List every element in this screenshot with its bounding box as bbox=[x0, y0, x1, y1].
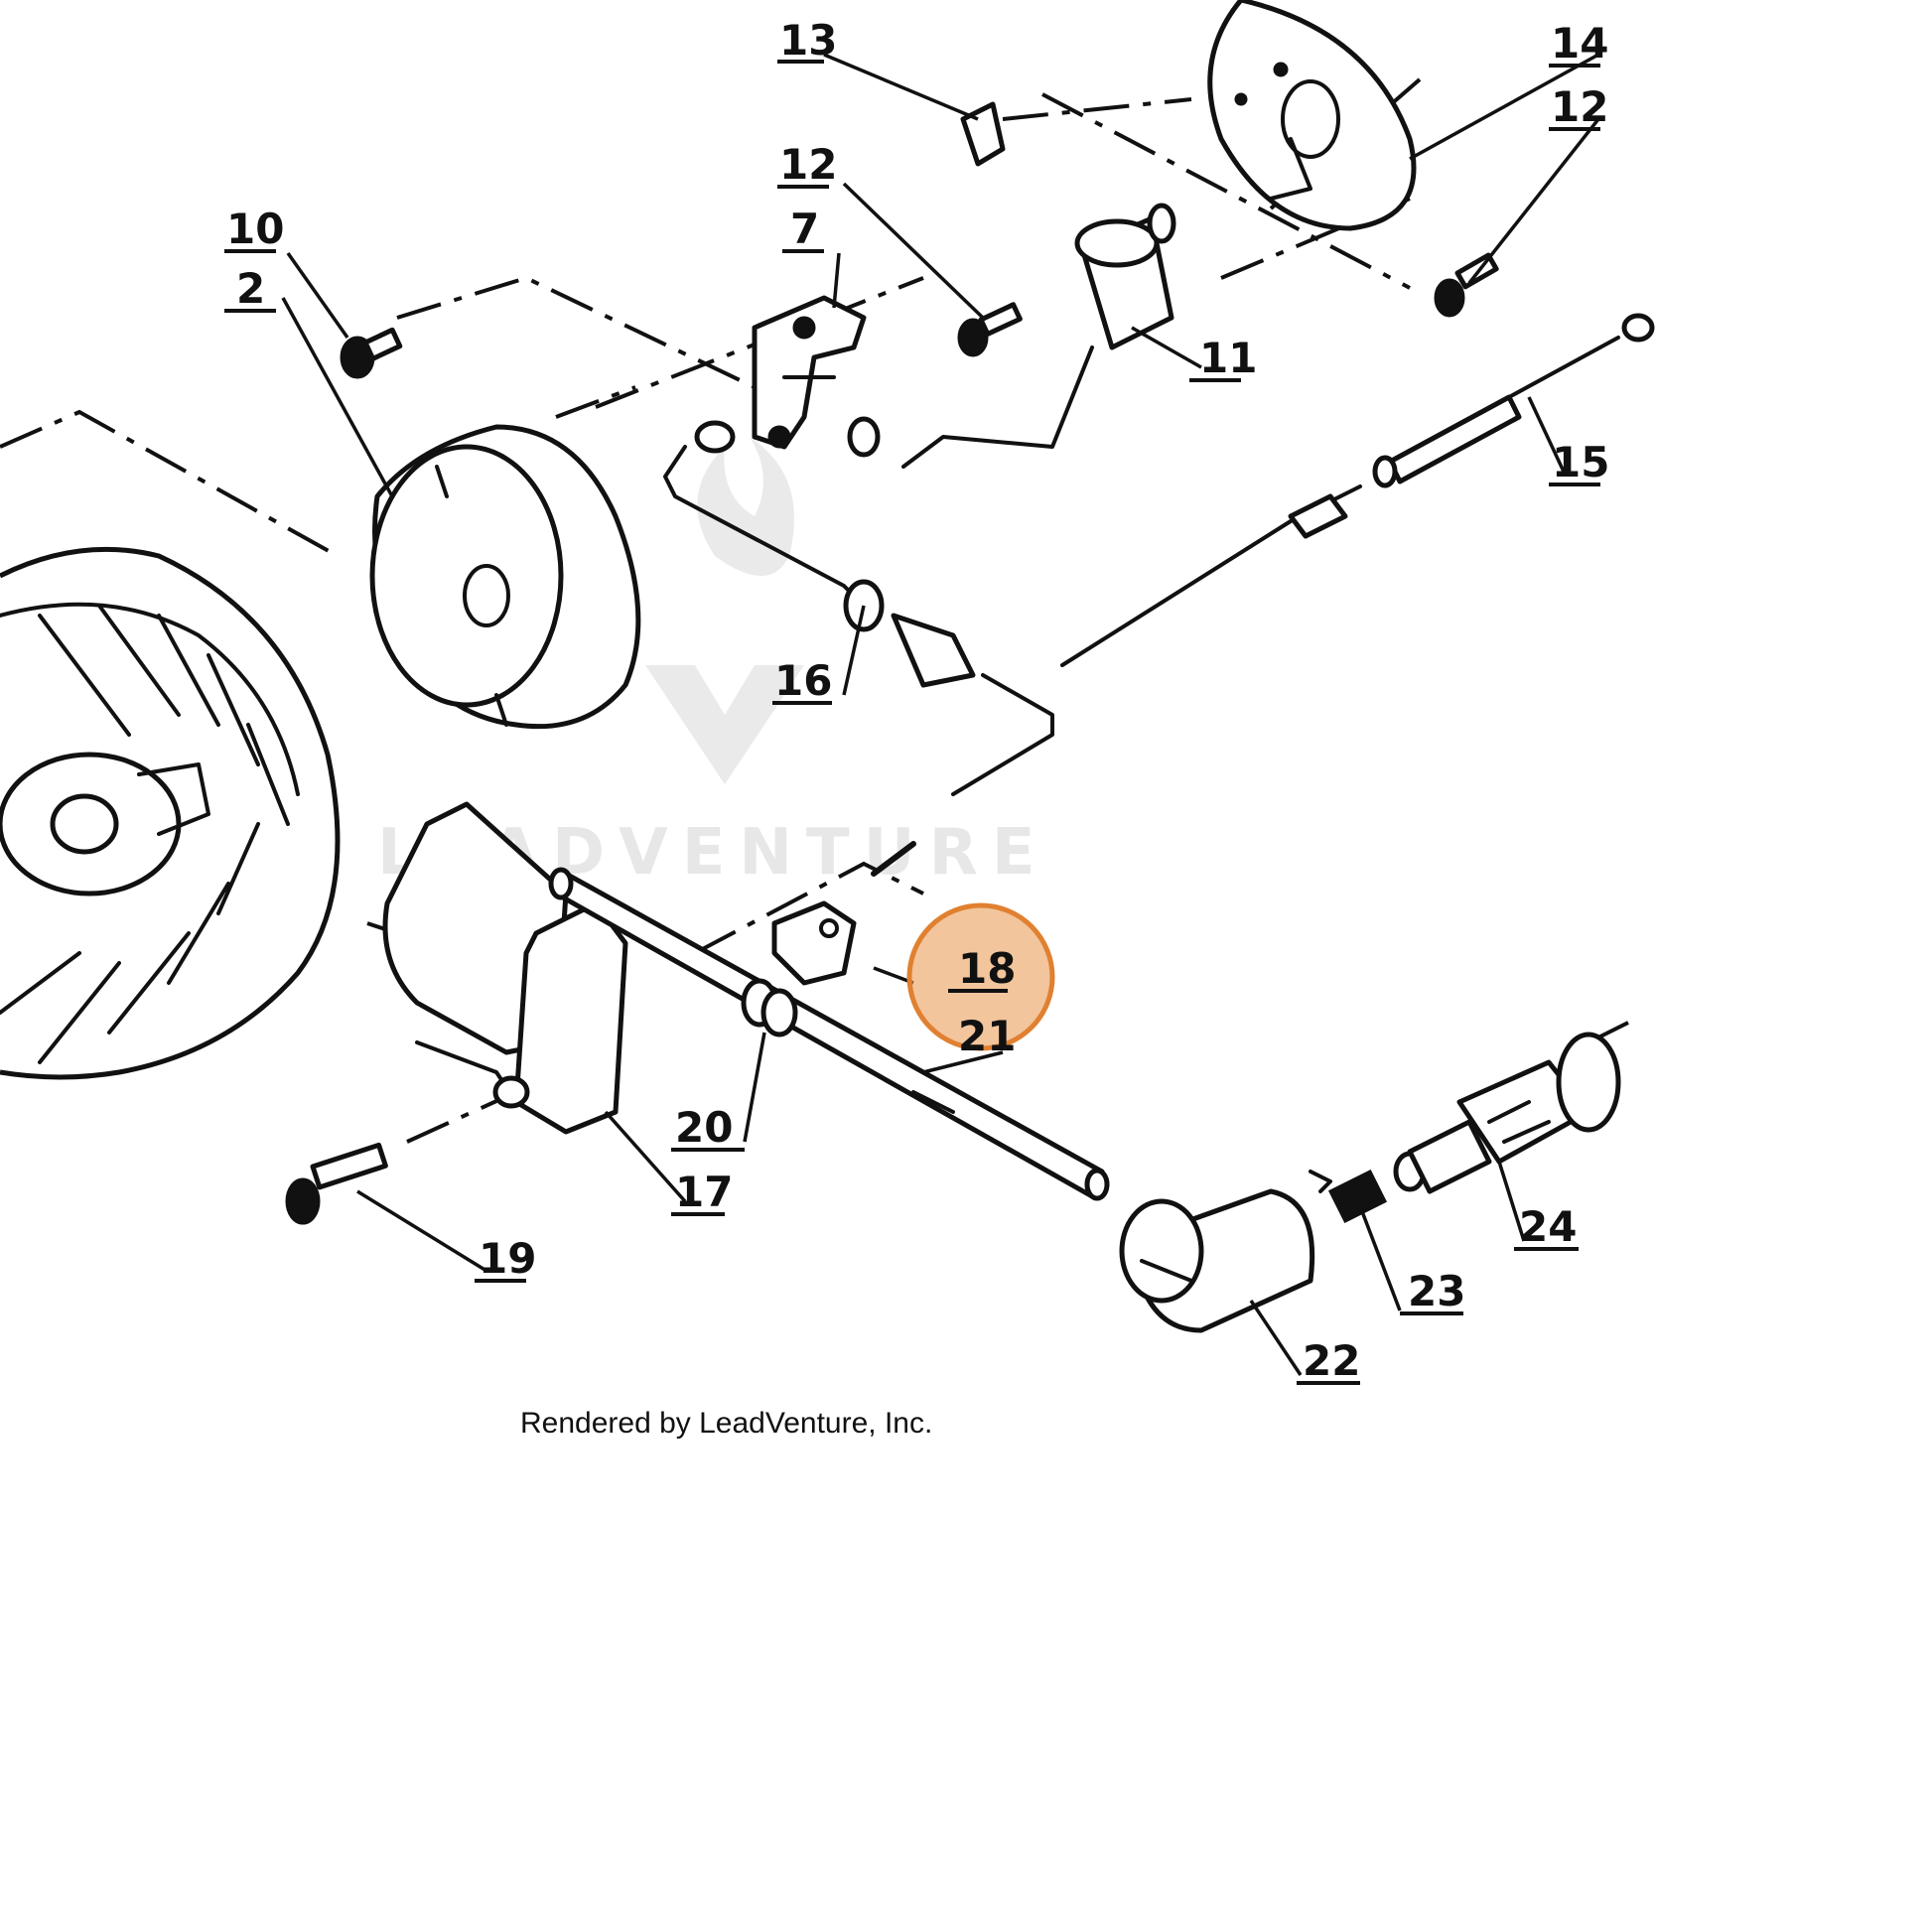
callout-2: 2 bbox=[236, 264, 265, 313]
callout-16: 16 bbox=[774, 656, 832, 705]
callout-21: 21 bbox=[958, 1012, 1016, 1060]
callout-7: 7 bbox=[790, 205, 819, 253]
callout-12-middle: 12 bbox=[779, 140, 837, 189]
flywheel-cover bbox=[369, 424, 641, 730]
breaker-plate-14 bbox=[1207, 0, 1417, 231]
credit-text: Rendered by LeadVenture, Inc. bbox=[520, 1407, 932, 1440]
breaker-points-7 bbox=[694, 295, 881, 458]
callout-14: 14 bbox=[1551, 19, 1608, 68]
tube-21 bbox=[548, 867, 1110, 1201]
lead-wire-15 bbox=[1060, 313, 1655, 667]
callout-10: 10 bbox=[226, 205, 284, 253]
spark-plug-24 bbox=[1393, 1032, 1621, 1194]
callout-24: 24 bbox=[1519, 1202, 1577, 1251]
callout-highlight bbox=[906, 902, 1055, 1051]
callout-23: 23 bbox=[1408, 1267, 1465, 1315]
callout-12-right: 12 bbox=[1551, 82, 1608, 131]
callout-11: 11 bbox=[1199, 334, 1257, 382]
callouts: 13 14 12 12 10 2 7 11 15 16 18 21 20 17 … bbox=[224, 16, 1609, 1385]
callout-13: 13 bbox=[779, 16, 837, 65]
screw-19 bbox=[285, 1142, 388, 1225]
screw-12-right bbox=[1434, 252, 1499, 318]
condenser-11 bbox=[901, 203, 1176, 469]
callout-20: 20 bbox=[675, 1103, 733, 1152]
leader-lines bbox=[281, 53, 1600, 1376]
screw-12-middle bbox=[957, 302, 1023, 357]
callout-18: 18 bbox=[958, 944, 1016, 993]
callout-15: 15 bbox=[1552, 438, 1609, 486]
bolt-10 bbox=[340, 327, 403, 379]
spring-23 bbox=[1309, 1169, 1388, 1224]
callout-22: 22 bbox=[1303, 1336, 1360, 1385]
callout-19: 19 bbox=[479, 1234, 536, 1283]
flywheel-fan bbox=[0, 546, 341, 1080]
callout-17: 17 bbox=[675, 1168, 733, 1216]
clip-13 bbox=[960, 101, 1006, 167]
bracket-18 bbox=[771, 900, 857, 986]
spark-plug-boot-22 bbox=[1119, 1188, 1315, 1333]
watermark-logo bbox=[645, 437, 804, 784]
sleeve-20 bbox=[741, 978, 798, 1037]
ignition-coil-17 bbox=[382, 801, 628, 1135]
